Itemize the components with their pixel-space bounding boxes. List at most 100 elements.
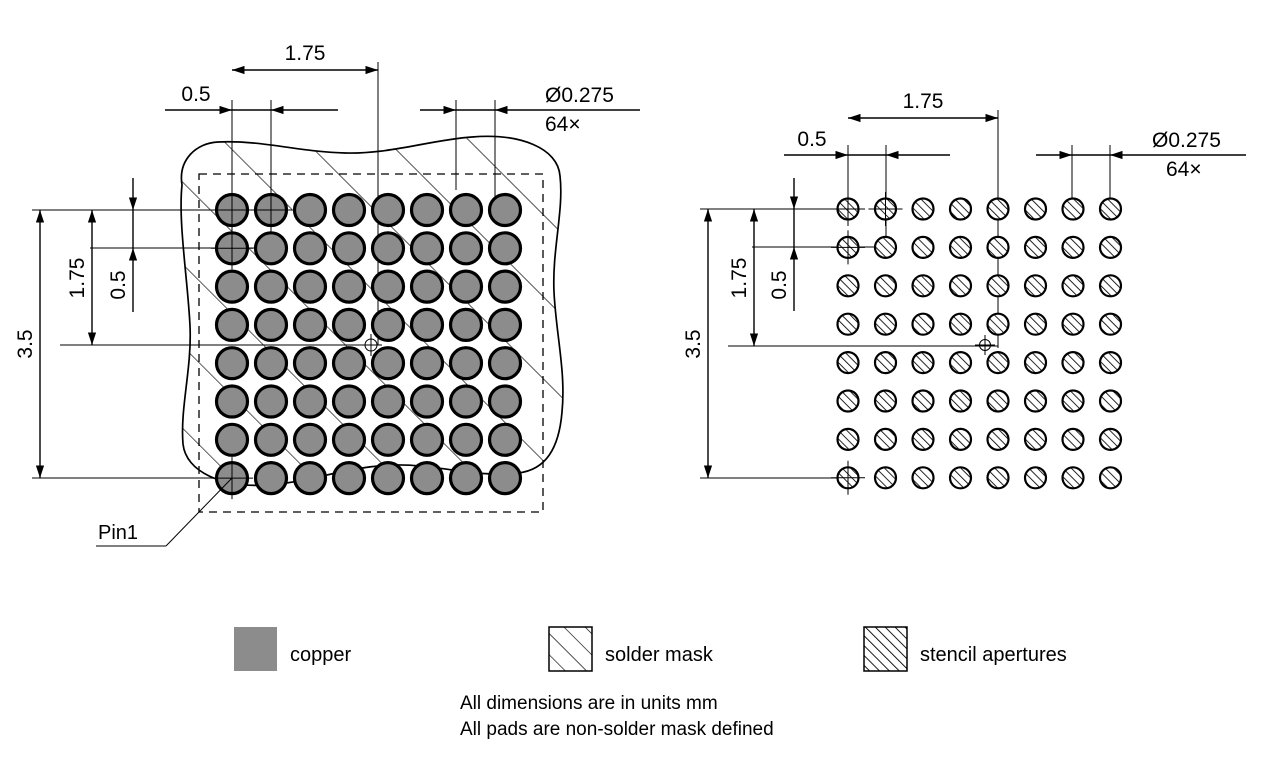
copper-pad <box>331 461 367 496</box>
stencil-aperture <box>873 389 898 413</box>
copper-pad <box>409 231 445 266</box>
dim-top-span-right-value: 1.75 <box>903 90 944 113</box>
copper-pad <box>487 192 523 228</box>
stencil-aperture <box>1098 427 1123 451</box>
copper-pad <box>448 307 484 342</box>
stencil-aperture <box>986 351 1010 375</box>
stencil-aperture <box>911 466 935 490</box>
pin1-callout: Pin1 <box>96 477 233 547</box>
stencil-aperture <box>911 197 935 221</box>
dim-left-pitch-right-view: 0.5 <box>768 178 799 311</box>
stencil-aperture <box>836 351 860 375</box>
stencil-aperture <box>1098 197 1123 221</box>
copper-pad <box>292 346 328 381</box>
stencil-aperture <box>911 312 935 336</box>
stencil-aperture <box>836 312 860 336</box>
center-datum-marker-left <box>360 334 382 356</box>
copper-pad <box>448 231 484 266</box>
stencil-aperture <box>1061 466 1085 490</box>
stencil-aperture <box>986 274 1010 298</box>
copper-pad <box>487 231 523 266</box>
dim-left-pitch-left-value: 0.5 <box>107 270 130 299</box>
stencil-aperture <box>873 235 898 259</box>
dim-left-overall-left-value: 3.5 <box>14 329 37 358</box>
stencil-aperture <box>1023 351 1048 375</box>
copper-pad <box>370 269 406 304</box>
copper-pad <box>487 307 523 342</box>
stencil-aperture <box>1023 389 1048 413</box>
stencil-aperture <box>1098 235 1123 259</box>
copper-pad <box>370 192 406 228</box>
copper-pad-grid <box>211 189 523 500</box>
copper-pad <box>487 461 523 496</box>
note-line-2: All pads are non-solder mask defined <box>460 719 774 740</box>
stencil-aperture <box>911 274 935 298</box>
stencil-aperture <box>911 389 935 413</box>
copper-pad <box>331 346 367 381</box>
stencil-aperture <box>1023 427 1048 451</box>
stencil-aperture <box>1098 466 1123 490</box>
stencil-aperture <box>911 235 935 259</box>
copper-pad <box>253 461 289 496</box>
stencil-aperture <box>1098 389 1123 413</box>
stencil-aperture <box>1061 197 1085 221</box>
stencil-aperture <box>836 427 860 451</box>
stencil-aperture <box>1098 274 1123 298</box>
copper-pad <box>292 192 328 228</box>
copper-pad <box>331 307 367 342</box>
dim-diameter-left-value: Ø0.275 <box>545 84 614 107</box>
dim-top-span-right-view: 1.75 <box>848 90 998 123</box>
copper-pad <box>331 269 367 304</box>
copper-pad <box>214 422 250 457</box>
stencil-aperture <box>986 466 1010 490</box>
legend: copper solder mask stencil apertures <box>234 626 1067 672</box>
copper-pad <box>214 269 250 304</box>
copper-pad <box>409 346 445 381</box>
right-view-stencil-apertures: 1.75 0.5 Ø0.275 64× 3.5 1.75 <box>682 90 1246 495</box>
legend-swatch-solder-mask <box>548 626 593 672</box>
copper-pad <box>370 422 406 457</box>
copper-pad <box>292 422 328 457</box>
copper-pad <box>448 269 484 304</box>
dim-diameter-left-count: 64× <box>545 113 581 136</box>
stencil-aperture <box>986 197 1010 221</box>
stencil-aperture <box>986 389 1010 413</box>
dim-left-span-left-view: 1.75 <box>66 210 97 345</box>
copper-pad <box>292 269 328 304</box>
stencil-aperture <box>948 274 973 298</box>
copper-pad <box>370 346 406 381</box>
dim-top-pitch-left-view: 0.5 <box>165 83 338 115</box>
dim-left-pitch-left-view: 0.5 <box>107 178 138 312</box>
copper-pad <box>448 346 484 381</box>
stencil-aperture <box>986 235 1010 259</box>
dim-top-pitch-right-value: 0.5 <box>797 128 826 151</box>
dim-top-pitch-right-view: 0.5 <box>784 128 950 160</box>
stencil-aperture <box>836 389 860 413</box>
copper-pad <box>253 422 289 457</box>
stencil-aperture <box>873 466 898 490</box>
copper-pad <box>487 269 523 304</box>
dim-top-span-left-value: 1.75 <box>285 42 326 65</box>
dim-left-span-right-view: 1.75 <box>728 209 759 346</box>
stencil-aperture <box>948 197 973 221</box>
legend-label-copper: copper <box>290 644 351 666</box>
dim-top-pitch-left-value: 0.5 <box>181 83 210 106</box>
stencil-aperture <box>911 351 935 375</box>
stencil-aperture <box>1061 235 1085 259</box>
copper-pad <box>292 231 328 266</box>
stencil-aperture <box>1098 312 1123 336</box>
copper-pad <box>487 346 523 381</box>
copper-pad <box>292 384 328 419</box>
stencil-aperture <box>873 312 898 336</box>
stencil-aperture <box>911 427 935 451</box>
package-outline-dashed <box>198 173 544 513</box>
dim-diameter-right-count: 64× <box>1166 158 1202 181</box>
copper-pad <box>292 307 328 342</box>
stencil-aperture <box>1061 351 1085 375</box>
stencil-aperture <box>1023 235 1048 259</box>
stencil-aperture <box>948 235 973 259</box>
copper-pad <box>370 231 406 266</box>
break-boundary-outline <box>180 135 564 487</box>
copper-pad <box>253 307 289 342</box>
